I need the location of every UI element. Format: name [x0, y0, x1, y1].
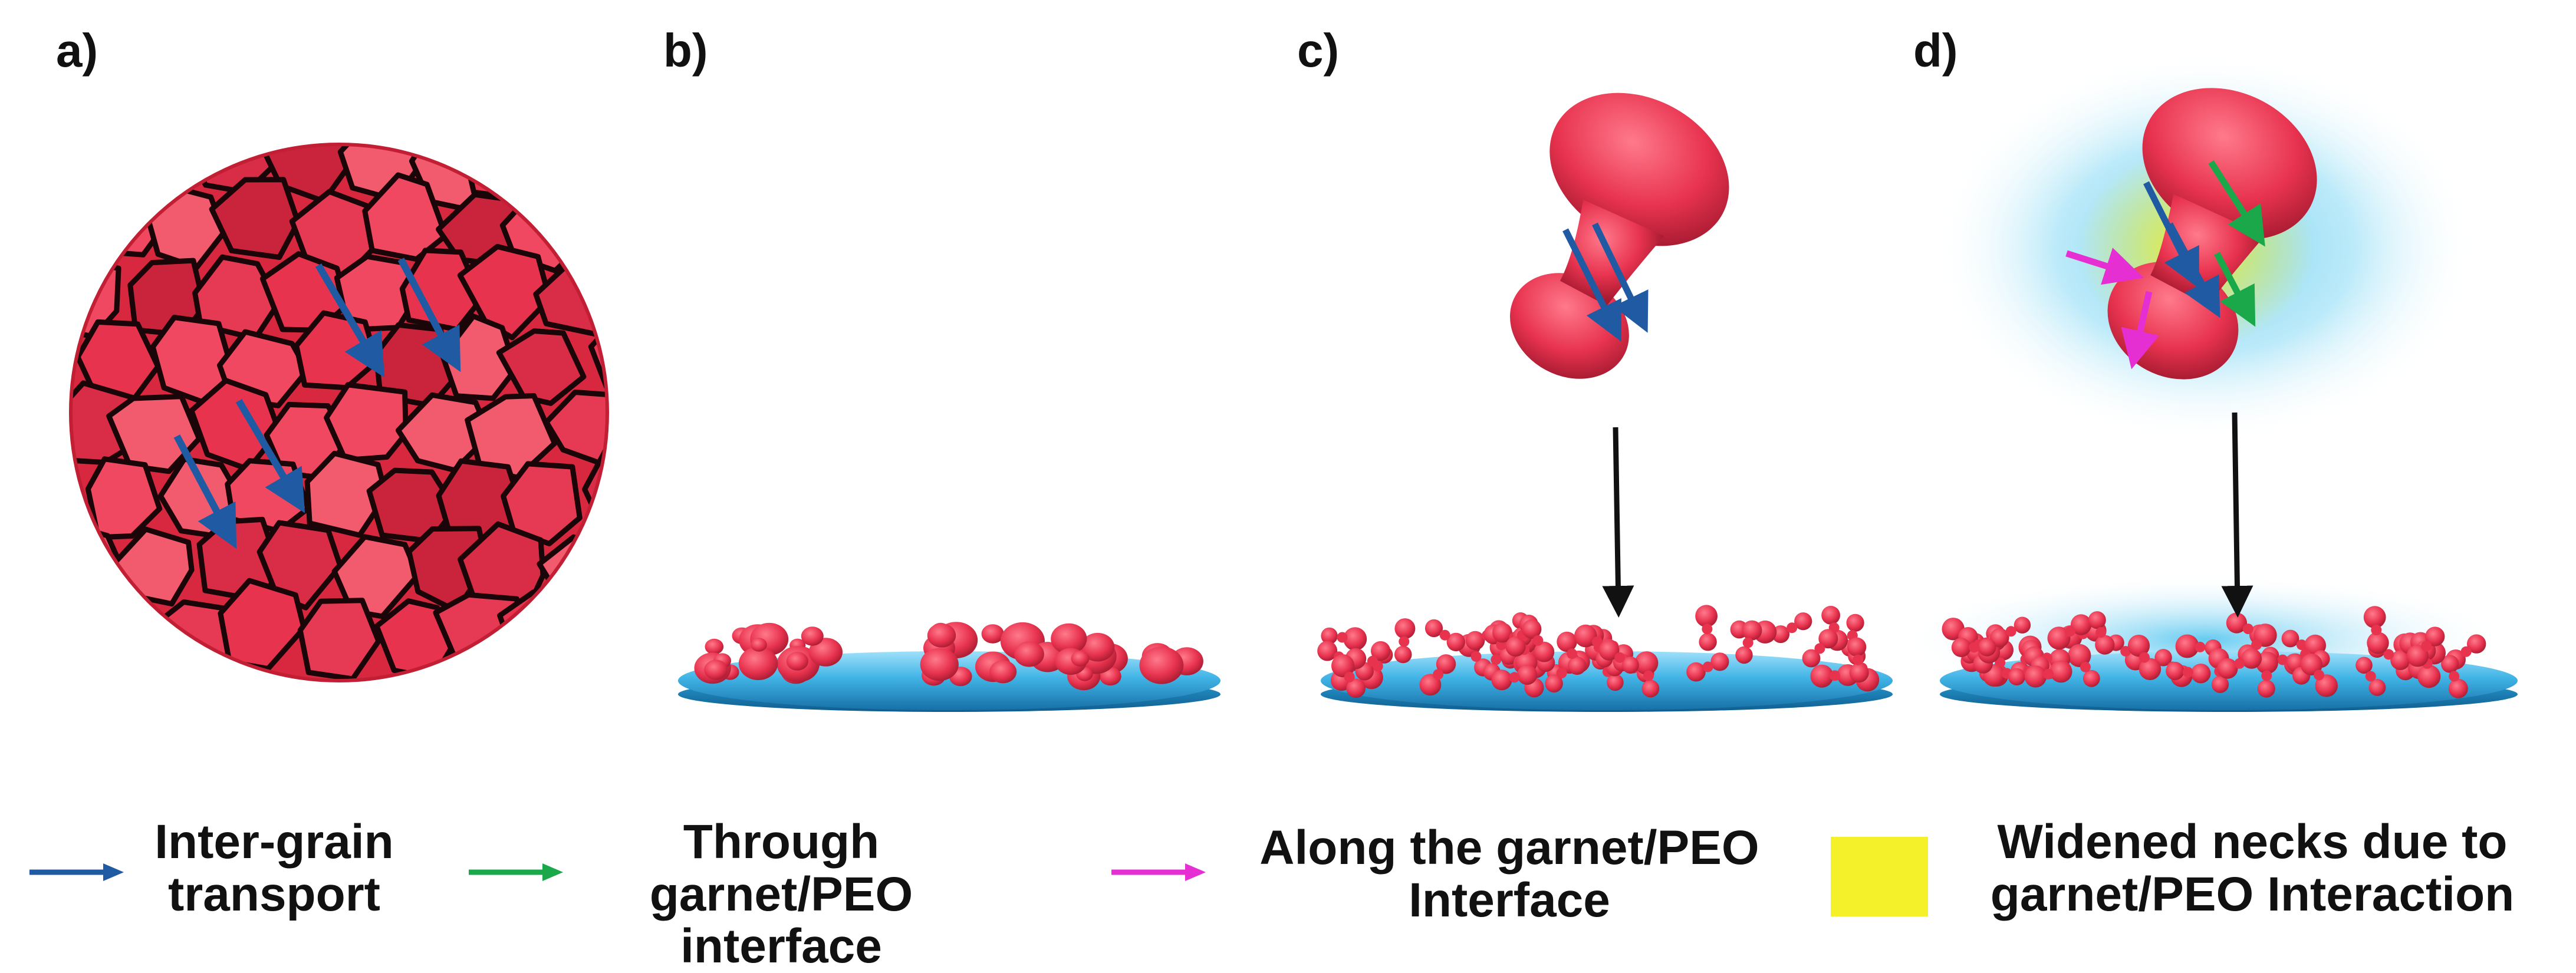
- garnet-particle: [981, 624, 1004, 644]
- grain-cell: [304, 450, 389, 538]
- grain-cell: [256, 520, 343, 611]
- grain-cell: [566, 186, 607, 260]
- necked-particle: [1321, 627, 1367, 651]
- garnet-particle: [927, 623, 956, 648]
- grain-cell: [501, 461, 583, 546]
- panel-d-film: [1899, 53, 2518, 712]
- garnet-particle: [751, 638, 767, 652]
- panel-label-b: b): [663, 24, 708, 77]
- panel-label-d: d): [1913, 24, 1958, 77]
- grain-cell: [460, 144, 548, 202]
- necked-particle: [1634, 651, 1660, 698]
- necked-particle: [2255, 651, 2278, 698]
- panel-c-film: [1317, 93, 1893, 712]
- grain-cell: [324, 382, 409, 463]
- grain-cell: [574, 594, 607, 681]
- blue-arrow-icon: [29, 863, 124, 881]
- grain-cell: [544, 390, 607, 470]
- grain-cell: [209, 177, 301, 260]
- necked-particle: [1951, 638, 1996, 657]
- grain-cell: [497, 589, 584, 676]
- panel-b-film: [678, 622, 1220, 712]
- grain-cell: [362, 172, 449, 262]
- necked-particle: [1394, 618, 1416, 664]
- necked-particle: [2406, 626, 2445, 667]
- necked-particle: [2441, 655, 2468, 698]
- garnet-particle: [738, 647, 778, 681]
- necked-particle: [1522, 619, 1555, 662]
- necked-particle: [2300, 653, 2338, 697]
- necked-particle: [2024, 660, 2072, 688]
- necked-particle: [1990, 616, 2031, 648]
- necked-particle: [2175, 634, 2222, 658]
- legend-widened-necks-label: Widened necks due to garnet/PEO Interact…: [1990, 815, 2515, 921]
- garnet-particle: [705, 638, 724, 655]
- panel-c-drop-arrow: [1602, 427, 1634, 618]
- grain-cell: [106, 394, 202, 474]
- garnet-particle: [1071, 651, 1090, 667]
- grain-cell: [457, 243, 552, 341]
- necked-particle: [1598, 640, 1639, 674]
- necked-particle: [1847, 637, 1869, 683]
- garnet-particle: [1139, 647, 1184, 684]
- panel-label-c: c): [1297, 24, 1340, 77]
- necked-particle: [2363, 606, 2389, 654]
- necked-particle: [1802, 629, 1838, 668]
- grain-cell: [537, 144, 607, 205]
- necked-particle: [1419, 654, 1456, 696]
- necked-particle: [2217, 648, 2262, 679]
- magenta-arrow-icon: [1111, 863, 1206, 881]
- necked-particle: [2446, 634, 2486, 669]
- garnet-particle: [786, 652, 809, 671]
- necked-particle: [2166, 661, 2211, 684]
- panel-d-drop-arrow: [2221, 412, 2253, 618]
- garnet-particle: [1014, 641, 1044, 667]
- legend-inter-grain-label: Inter-grain transport: [154, 815, 394, 921]
- necked-particle: [2355, 657, 2386, 696]
- necked-particle: [2127, 635, 2162, 681]
- necked-particle: [1772, 612, 1812, 644]
- garnet-particle: [1051, 623, 1087, 654]
- necked-particle: [1735, 620, 1762, 664]
- garnet-particle: [989, 660, 1017, 684]
- necked-particle: [1424, 619, 1465, 652]
- necked-particle: [2047, 614, 2092, 650]
- legend-along-interface-label: Along the garnet/PEO Interface: [1259, 821, 1759, 927]
- necked-particle: [1695, 605, 1718, 651]
- necked-particle: [1686, 652, 1729, 682]
- panel-label-a: a): [56, 24, 98, 77]
- garnet-particle: [920, 648, 959, 681]
- panel-a-transport-arrows: [173, 258, 461, 549]
- grain-cell: [85, 456, 163, 540]
- yellow-square-icon: [1831, 837, 1928, 916]
- necked-particle: [2088, 611, 2115, 655]
- grain-cell: [588, 316, 607, 398]
- necked-particle: [1491, 664, 1538, 691]
- garnet-particle: [801, 626, 824, 646]
- garnet-particle: [808, 638, 843, 667]
- green-arrow-icon: [469, 863, 563, 881]
- grain-cell: [116, 144, 200, 206]
- grain-cell: [218, 578, 307, 671]
- legend-through-interface-label: Through garnet/PEO interface: [649, 815, 913, 973]
- garnet-particle: [1081, 632, 1115, 662]
- panel-a-grains: [69, 143, 609, 682]
- grain-cell: [496, 328, 587, 406]
- grain-cell: [71, 144, 130, 203]
- grain-cell: [331, 534, 421, 619]
- necked-particle: [1331, 654, 1366, 698]
- necked-particle: [1557, 631, 1587, 675]
- necked-particle: [2068, 644, 2100, 687]
- garnet-particle: [704, 659, 728, 680]
